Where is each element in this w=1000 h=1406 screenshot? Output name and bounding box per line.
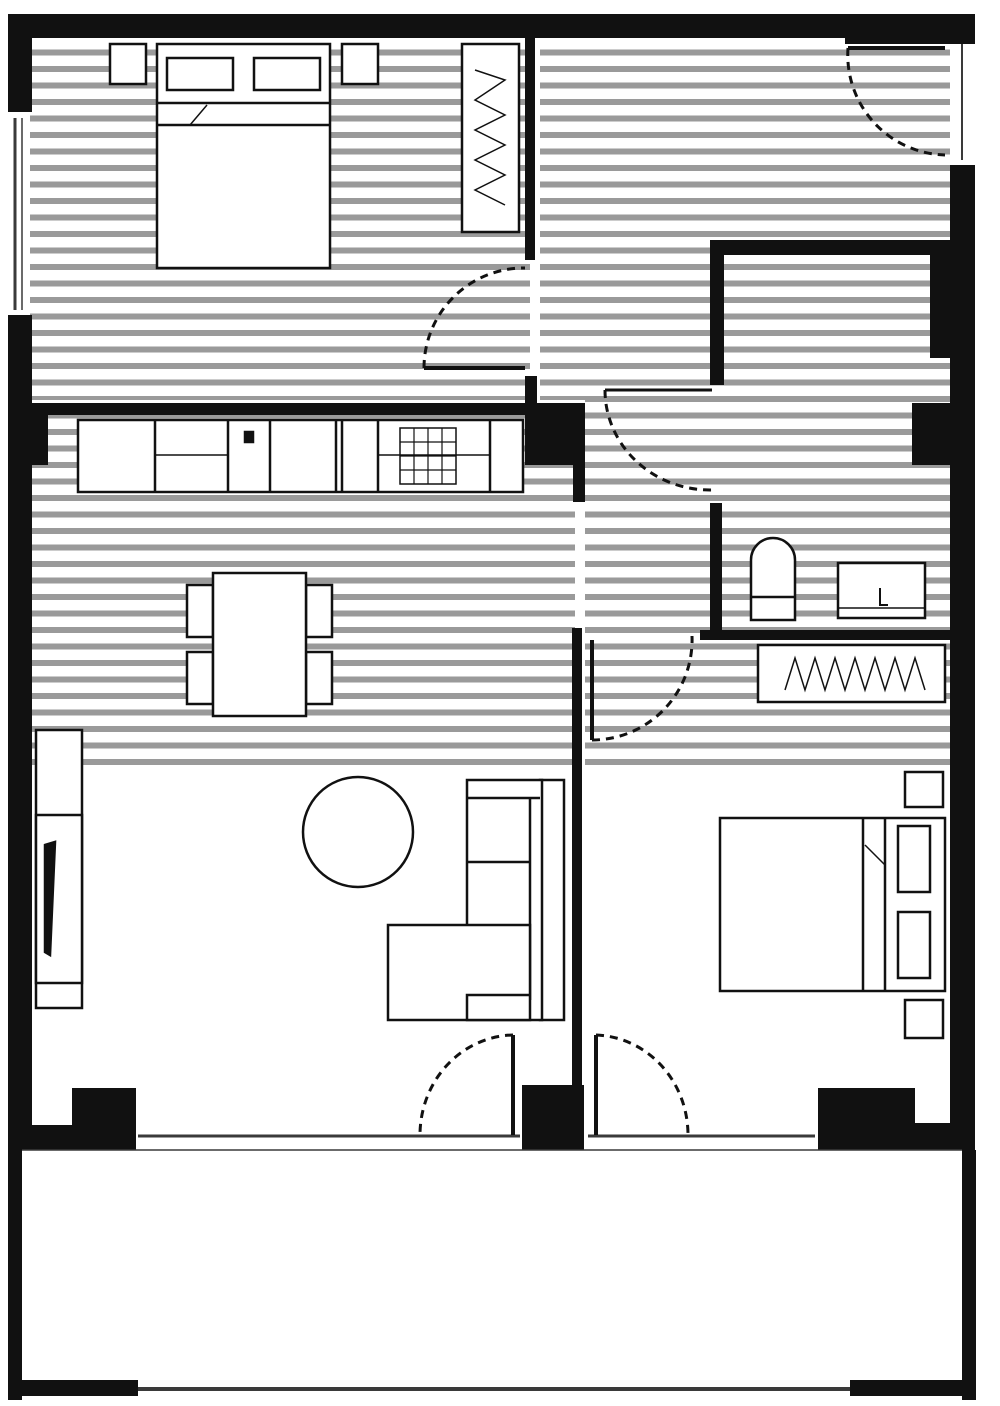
- wall-right-upper: [950, 165, 975, 1141]
- pillow-right: [252, 56, 322, 92]
- wall-bedroom-living-divider: [572, 628, 582, 1088]
- dining-table: [211, 571, 308, 718]
- hatch-entry-hall: [540, 40, 950, 400]
- walls: [8, 14, 976, 1400]
- bed-duvet-corner: [189, 104, 208, 126]
- sofa-chaise: [386, 923, 532, 1022]
- wall-cutouts: [32, 1085, 950, 1125]
- furniture: [34, 42, 947, 1040]
- pillow-left: [165, 56, 235, 92]
- sofa-chaise-end: [465, 993, 530, 1020]
- door-bedroom2-arc: [591, 635, 694, 742]
- pillow-bed2-top: [896, 824, 932, 894]
- bed2-duvet-corner: [864, 844, 886, 866]
- chair-right-top: [304, 583, 334, 639]
- wardrobe-master-hangers: [473, 69, 507, 206]
- nightstand-right: [340, 42, 380, 86]
- wall-kitchen-pier-tail: [573, 460, 585, 502]
- wall-bath-left-lower: [710, 503, 722, 638]
- wall-left-upper: [8, 14, 32, 112]
- wall-kitchen-pier: [525, 403, 585, 465]
- pillow-bed2-bottom: [896, 910, 932, 980]
- wall-bath-bottom: [700, 630, 950, 640]
- wall-balcony-left: [8, 1150, 22, 1400]
- door-bedroom-balcony-arc: [595, 1033, 690, 1136]
- stove-grid: [400, 428, 456, 484]
- chair-left-bottom: [185, 650, 215, 706]
- tv-screen: [43, 840, 57, 958]
- wall-balcony-bottom-right: [850, 1380, 976, 1396]
- chair-right-bottom: [304, 650, 334, 706]
- cutout-right-pier: [915, 1085, 950, 1123]
- sink: [243, 430, 255, 444]
- wall-center-pier: [522, 1085, 584, 1150]
- sofa-back: [538, 778, 566, 1022]
- wall-balcony-right: [962, 1150, 976, 1400]
- wall-bottom-right-pier: [818, 1088, 975, 1150]
- wall-right-top-stub: [845, 14, 975, 44]
- wall-kitchen-top: [30, 403, 565, 415]
- wall-left-pier: [8, 403, 48, 465]
- wall-top: [10, 14, 975, 38]
- wardrobe-bedroom2: [756, 643, 947, 704]
- wall-bath-right-block: [930, 240, 950, 358]
- nightstand-left: [108, 42, 148, 86]
- round-coffee-table: [301, 775, 415, 889]
- cutout-left-pier: [32, 1085, 72, 1125]
- wall-corridor-stub: [525, 376, 537, 406]
- windows: [13, 44, 963, 1391]
- nightstand-bottom: [903, 998, 945, 1040]
- hatch-bathroom: [720, 255, 935, 345]
- wall-balcony-bottom-left: [8, 1380, 138, 1396]
- washbasin-tap: [879, 588, 888, 606]
- toilet: [749, 536, 797, 622]
- door-entry-arc: [846, 47, 946, 157]
- wardrobe-bedroom2-hangers: [784, 655, 926, 693]
- chair-left-top: [185, 583, 215, 639]
- door-master-bedroom-arc: [422, 266, 526, 369]
- nightstand-top: [903, 770, 945, 809]
- tv-unit-inner: [34, 813, 84, 985]
- wall-bath-left-upper: [710, 240, 724, 385]
- door-living-balcony-arc: [418, 1033, 514, 1136]
- wall-bath-top: [710, 240, 950, 255]
- door-bathroom-arc: [603, 389, 713, 492]
- wall-bedroom-hall-divider: [525, 38, 535, 260]
- wall-right-pier: [912, 403, 972, 465]
- washbasin: [836, 561, 927, 620]
- doors: [418, 46, 946, 1136]
